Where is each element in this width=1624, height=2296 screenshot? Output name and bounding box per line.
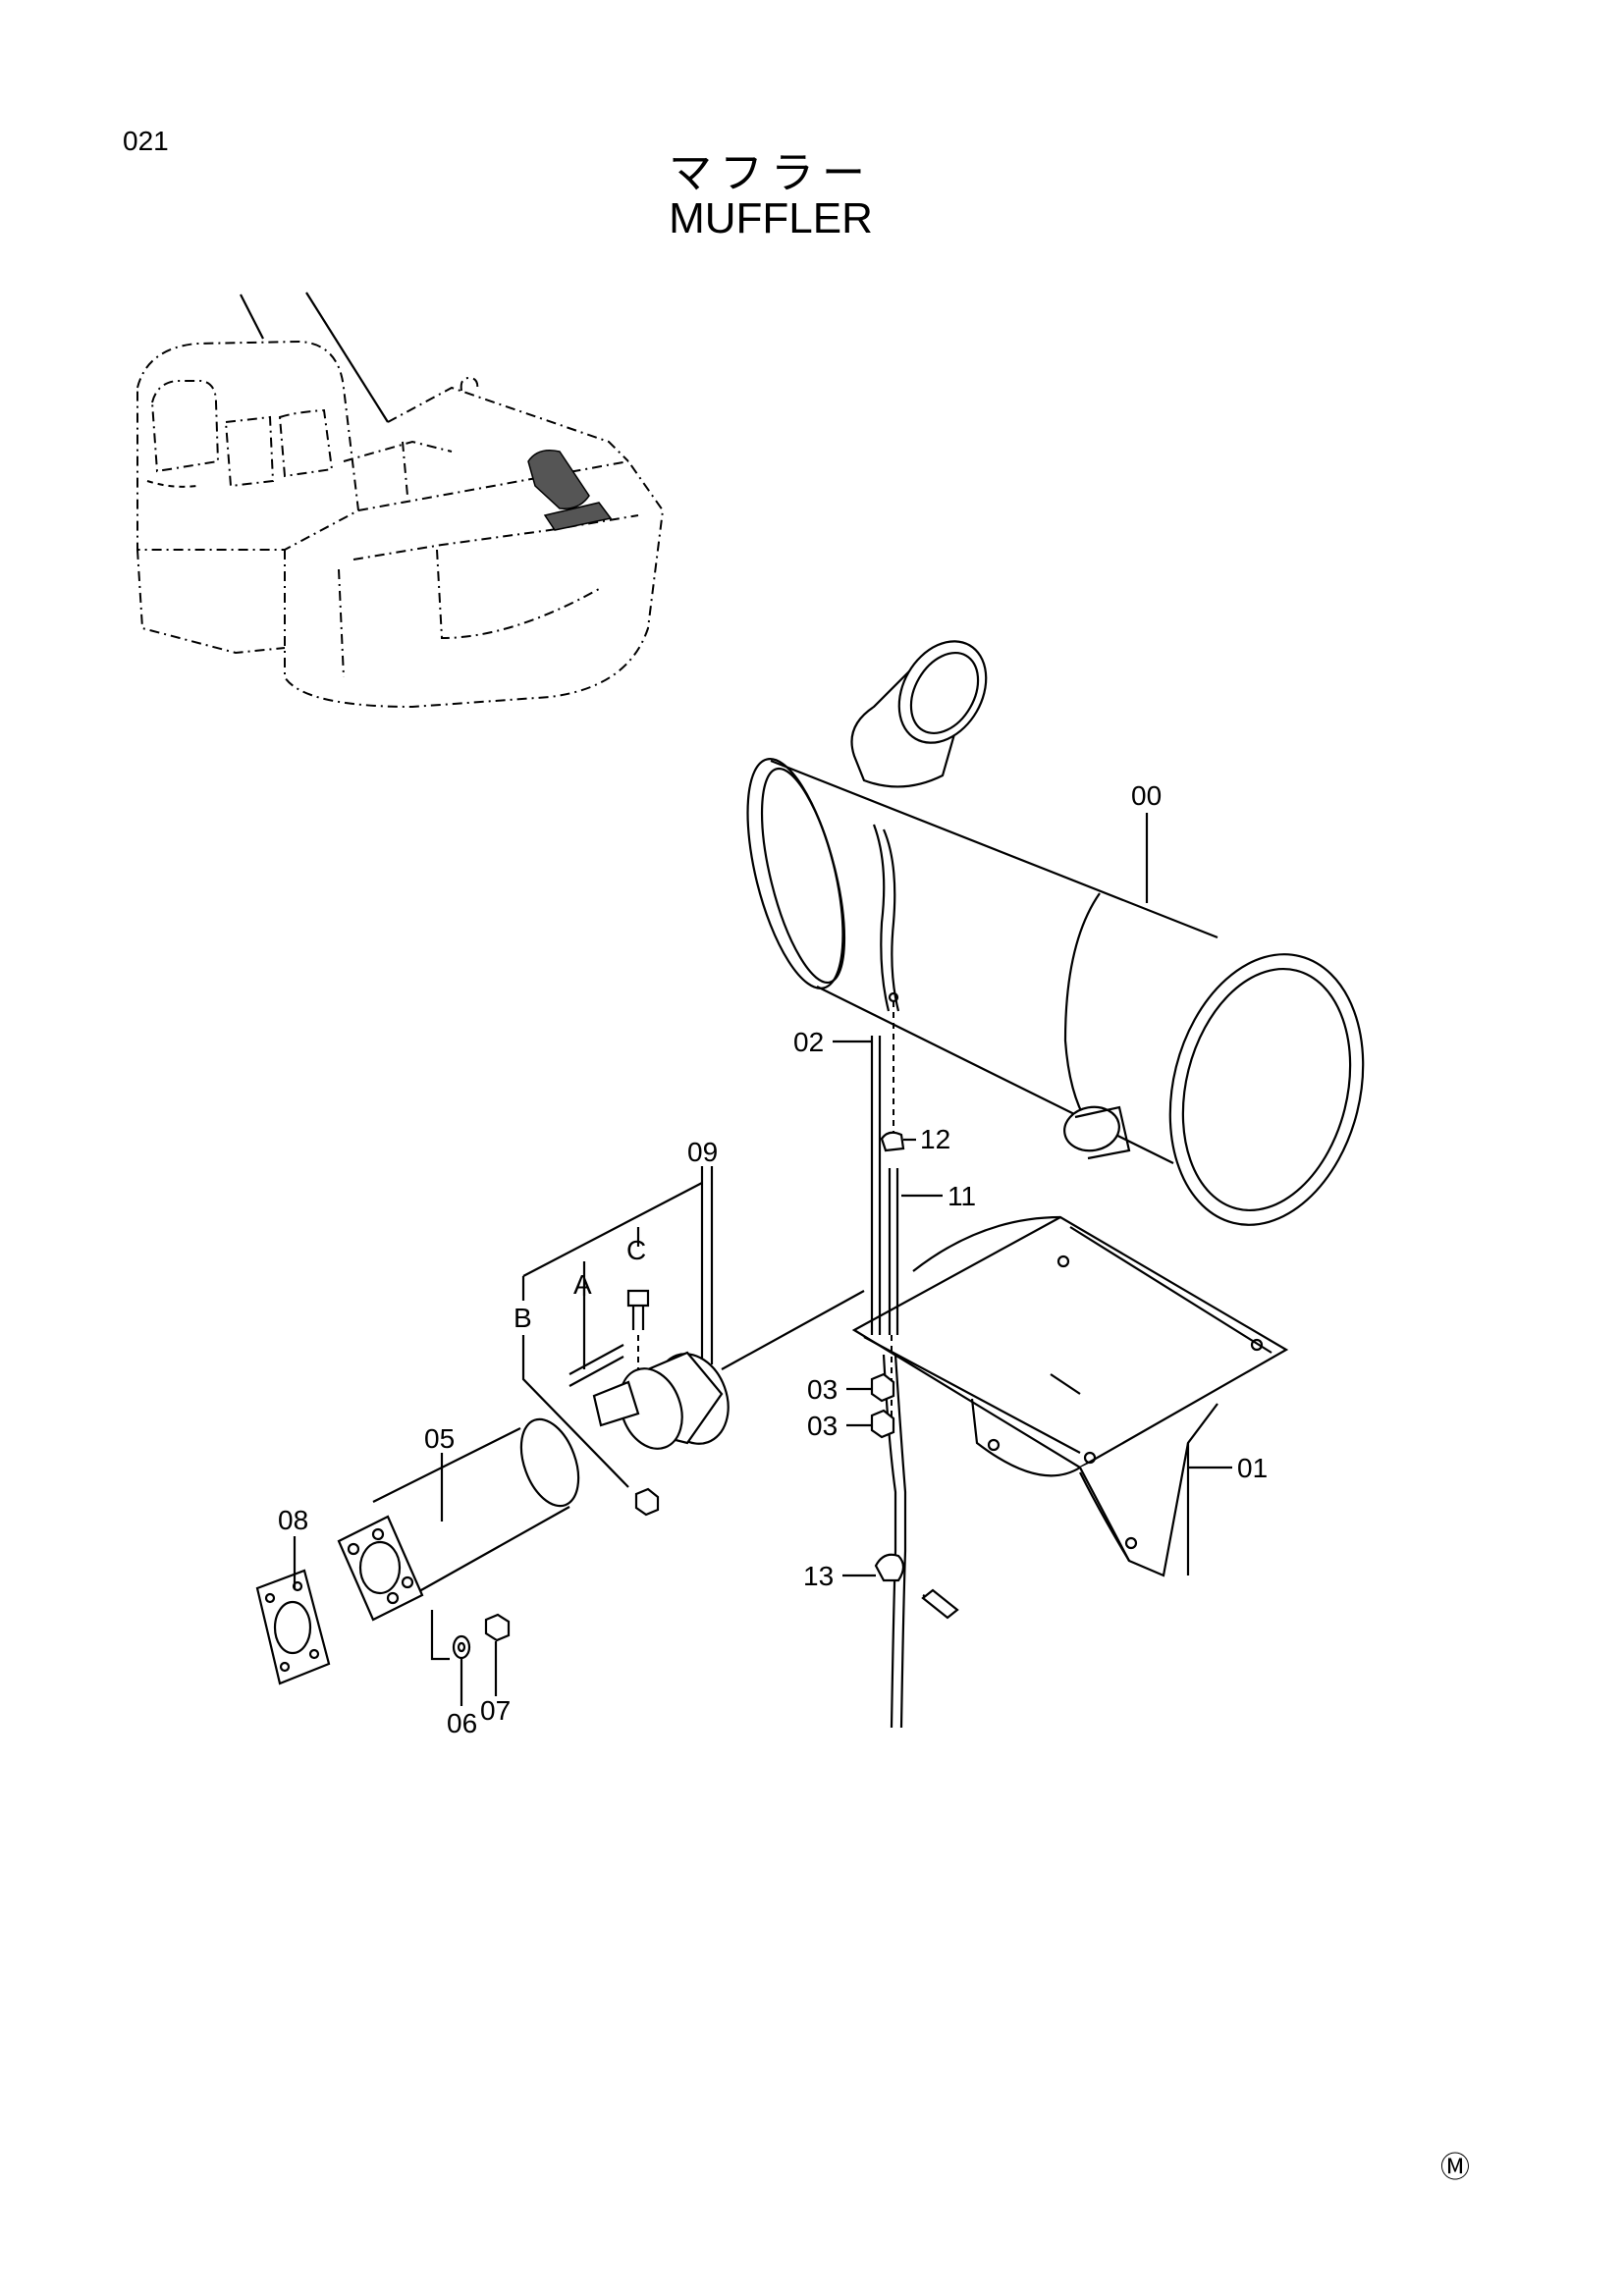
- excavator-locator-view: [136, 292, 665, 709]
- title-japanese: マフラー: [669, 148, 873, 198]
- washer-and-nut: [430, 1610, 511, 1661]
- callout-03-lower: 03: [807, 1411, 838, 1441]
- callout-ref-b: B: [514, 1303, 532, 1333]
- exhaust-pipe: [337, 1417, 580, 1622]
- callout-02: 02: [793, 1027, 824, 1057]
- callout-12: 12: [920, 1124, 950, 1154]
- locator-muffler-highlight: [527, 450, 613, 531]
- callout-09: 09: [687, 1137, 718, 1167]
- muffler-bracket: [851, 1215, 1289, 1577]
- callout-11: 11: [947, 1181, 976, 1211]
- gasket: [255, 1569, 331, 1685]
- callout-06: 06: [447, 1708, 477, 1738]
- callout-07: 07: [480, 1695, 511, 1726]
- muffler-body: [746, 640, 1365, 1226]
- callout-05: 05: [424, 1423, 455, 1454]
- callout-ref-a: A: [573, 1269, 592, 1300]
- callout-01: 01: [1237, 1453, 1268, 1483]
- clamp-assembly: [568, 1289, 865, 1517]
- callout-00: 00: [1131, 780, 1162, 811]
- callout-03-upper: 03: [807, 1374, 838, 1405]
- leader-lines: [293, 813, 1232, 1706]
- callout-13: 13: [803, 1561, 834, 1591]
- page-number: 021: [123, 126, 169, 156]
- title-english: MUFFLER: [669, 194, 873, 242]
- nuts-03: [870, 1372, 895, 1439]
- callout-08: 08: [278, 1505, 308, 1535]
- footer-mark-icon: Ⓜ: [1440, 2151, 1470, 2185]
- callout-ref-c: C: [626, 1235, 646, 1265]
